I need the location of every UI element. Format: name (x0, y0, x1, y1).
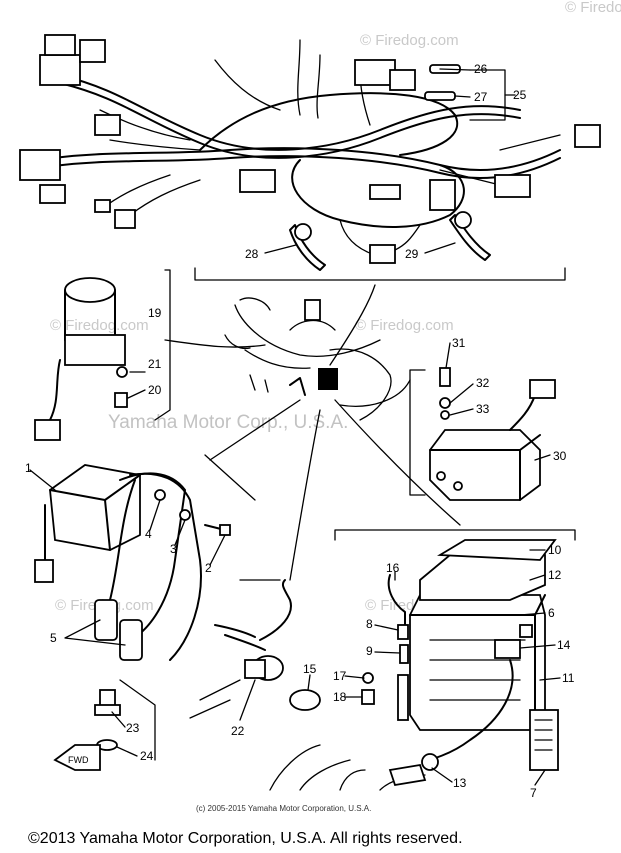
watermark-firedog-right: © Firedog.com (355, 317, 454, 334)
leader-battery (334, 399, 461, 526)
callout-10: 10 (548, 543, 562, 557)
watermark-firedog-top2: © Firedog.com (360, 32, 459, 49)
wire-harness (19, 34, 601, 271)
battery-group (289, 529, 576, 771)
callout-11: 11 (562, 671, 575, 685)
harness-bracket (194, 267, 566, 281)
leader-harness (329, 284, 376, 366)
frame-bottom-sketch (269, 744, 427, 791)
callout-22: 22 (231, 724, 245, 738)
callout-30: 30 (553, 449, 567, 463)
frame-sketch (224, 297, 392, 421)
callout-18: 18 (333, 690, 347, 704)
copyright-caption: (c) 2005-2015 Yamaha Motor Corporation, … (196, 804, 371, 813)
callout-leaders (29, 68, 561, 786)
watermark-yamaha: Yamaha Motor Corp., U.S.A. (108, 412, 348, 433)
regulator-group (409, 367, 556, 501)
footer-copyright: ©2013 Yamaha Motor Corporation, U.S.A. A… (28, 830, 463, 847)
callout-5: 5 (50, 631, 57, 645)
watermark-firedog-left: © Firedog.com (50, 317, 149, 334)
callout-29: 29 (405, 247, 419, 261)
callout-32: 32 (476, 376, 490, 390)
callout-20: 20 (148, 383, 162, 397)
leader-main-switch (164, 339, 266, 348)
watermark-firedog-top: © Firedog.com (565, 0, 621, 16)
callout-31: 31 (452, 336, 466, 350)
callout-8: 8 (366, 617, 373, 631)
neutral-switch-group (189, 579, 292, 719)
callout-25: 25 (513, 88, 527, 102)
callout-1: 1 (25, 461, 32, 475)
callout-labels: 1 2 3 4 5 6 7 8 9 10 11 12 13 14 15 16 1… (25, 62, 575, 800)
callout-7: 7 (530, 786, 537, 800)
leader-regulator (339, 379, 411, 407)
callout-24: 24 (140, 749, 154, 763)
callout-27: 27 (474, 90, 488, 104)
callout-6: 6 (548, 606, 555, 620)
callout-16: 16 (386, 561, 400, 575)
oil-switch-group (94, 679, 156, 761)
callout-2: 2 (205, 561, 212, 575)
ignition-coil-group (34, 454, 256, 661)
callout-9: 9 (366, 644, 373, 658)
leader-coil (209, 399, 301, 461)
callout-14: 14 (557, 638, 571, 652)
callout-15: 15 (303, 662, 317, 676)
front-marker-text: FWD (68, 755, 89, 765)
callout-17: 17 (333, 669, 347, 683)
front-marker: FWD (53, 744, 101, 771)
callout-28: 28 (245, 247, 259, 261)
callout-21: 21 (148, 357, 162, 371)
callout-33: 33 (476, 402, 490, 416)
callout-4: 4 (145, 527, 152, 541)
callout-23: 23 (126, 721, 140, 735)
main-switch (34, 269, 171, 441)
callout-3: 3 (170, 542, 177, 556)
callout-13: 13 (453, 776, 467, 790)
leader-switch (289, 409, 321, 581)
callout-12: 12 (548, 568, 562, 582)
callout-19: 19 (148, 306, 162, 320)
callout-26: 26 (474, 62, 488, 76)
